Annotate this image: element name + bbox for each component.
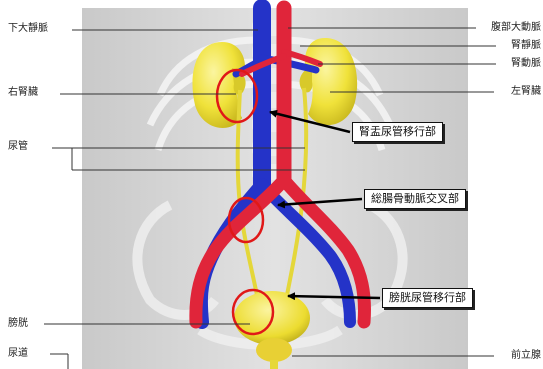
callout-upj: 腎盂尿管移行部 (352, 122, 443, 142)
label-ureter: 尿管 (8, 141, 28, 153)
label-left-kidney: 左腎臟 (511, 86, 541, 98)
label-abdominal-aorta: 腹部大動脈 (491, 22, 541, 34)
label-right-kidney: 右腎臟 (8, 87, 38, 99)
label-renal-vein: 腎靜脈 (511, 40, 541, 52)
label-bladder: 膀胱 (8, 318, 28, 330)
label-prostate: 前立腺 (511, 350, 541, 362)
callout-uvj: 膀胱尿管移行部 (382, 288, 473, 308)
urethra-shape (270, 360, 278, 369)
callout-iliac-crossing: 総腸骨動脈交叉部 (364, 189, 466, 209)
label-urethra: 尿道 (8, 348, 28, 360)
label-ivc: 下大靜脈 (8, 23, 48, 35)
prostate-shape (256, 338, 292, 362)
label-renal-artery: 腎動脈 (511, 58, 541, 70)
